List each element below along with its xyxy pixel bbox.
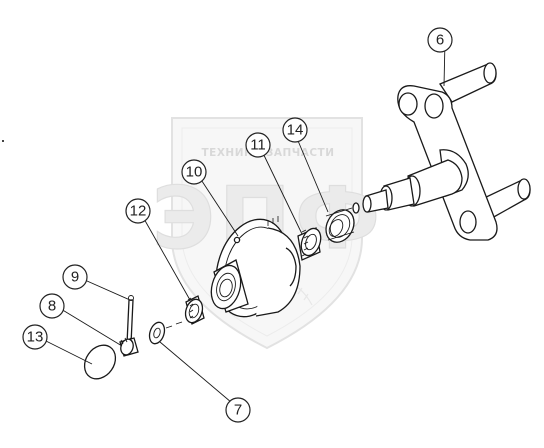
part-10-hub: [210, 218, 301, 318]
callout-7: 7: [225, 397, 251, 423]
callout-11: 11: [245, 132, 271, 158]
callout-12: 12: [125, 198, 151, 224]
part-11-bearing: [297, 227, 322, 261]
part-14-bearing: [325, 207, 355, 243]
watermark-top-text: ТЕХНИКА ЗАПЧАСТИ: [201, 147, 334, 159]
callout-13: 13: [22, 324, 48, 350]
callout-14-label: 14: [287, 122, 304, 139]
callout-14: 14: [282, 117, 308, 143]
callouts: 6 7 8 9 10 11 12 13: [22, 27, 453, 423]
callout-7-label: 7: [234, 402, 242, 419]
callout-6: 6: [427, 27, 453, 53]
part-13-cap: [83, 344, 117, 380]
part-8-castle-nut: [119, 337, 139, 357]
part-9-cotter-pin: [126, 295, 134, 345]
centre-line: [165, 216, 279, 329]
callout-12-label: 12: [130, 203, 147, 220]
callout-11-label: 11: [250, 137, 266, 154]
part-6-arm-spindle: [352, 62, 531, 241]
callout-10: 10: [181, 159, 207, 185]
callout-9-label: 9: [71, 269, 79, 286]
callout-8-label: 8: [48, 298, 56, 315]
callout-13-label: 13: [27, 329, 44, 346]
edge-mark: [2, 140, 4, 142]
leader-lines: [39, 39, 446, 409]
callout-8: 8: [39, 293, 65, 319]
callout-9: 9: [62, 264, 88, 290]
part-7-washer: [148, 321, 166, 345]
callout-6-label: 6: [436, 32, 444, 49]
part-12-bearing: [184, 295, 205, 325]
callout-10-label: 10: [186, 164, 203, 181]
